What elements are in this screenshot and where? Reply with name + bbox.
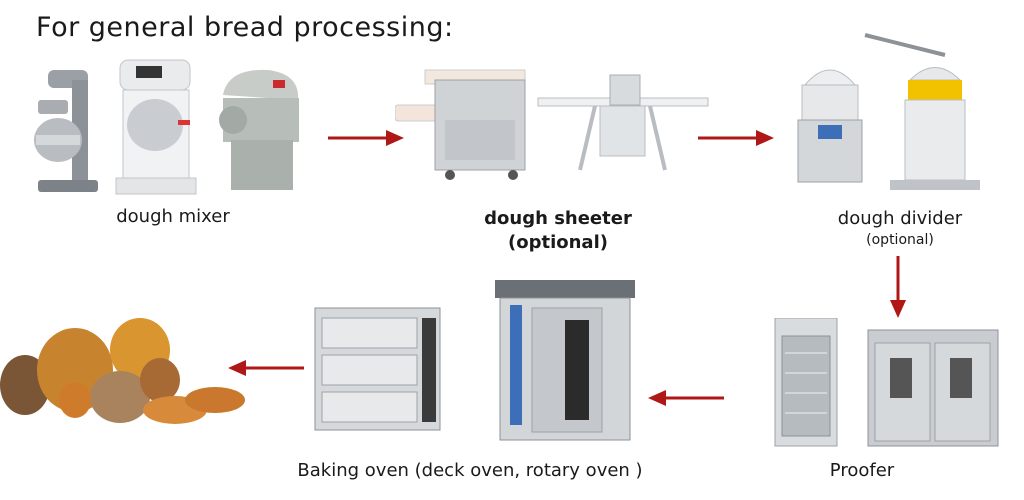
divider-1-illustration [797, 69, 863, 183]
dough-divider-note: (optional) [866, 232, 934, 248]
divider-2-illustration [864, 33, 980, 190]
flow-arrow-2 [696, 128, 776, 148]
finished-bread-image [0, 315, 250, 435]
sheeter-1-illustration [395, 69, 526, 180]
proofer-cabinet-illustration [774, 318, 838, 447]
proofer-label: Proofer [829, 460, 895, 481]
proofer-room-illustration [867, 329, 999, 447]
flow-arrow-3 [888, 254, 908, 320]
planetary-mixer-illustration [34, 70, 98, 192]
dough-sheeter-images [395, 60, 715, 190]
proofer-images [770, 318, 1010, 458]
dough-sheeter-label: dough sheeter [484, 208, 632, 229]
baking-oven-images [310, 280, 640, 450]
deck-oven-illustration [314, 307, 441, 431]
sheeter-2-illustration [537, 74, 709, 171]
bread-illustration [0, 318, 245, 424]
dough-divider-images [790, 30, 1000, 200]
dough-mixer-label: dough mixer [116, 206, 230, 227]
dough-sheeter-note: (optional) [508, 232, 608, 253]
dough-divider-label: dough divider [837, 208, 963, 229]
baking-oven-label: Baking oven (deck oven, rotary oven ) [297, 460, 643, 481]
dough-mixer-images [28, 40, 318, 200]
flow-arrow-1 [326, 128, 406, 148]
spiral-mixer-illustration [115, 59, 197, 195]
horizontal-mixer-illustration [219, 69, 299, 190]
flow-arrow-4 [646, 388, 726, 408]
page-title: For general bread processing: [36, 12, 454, 43]
rotary-oven-illustration [495, 280, 635, 441]
flow-arrow-5 [226, 358, 306, 378]
